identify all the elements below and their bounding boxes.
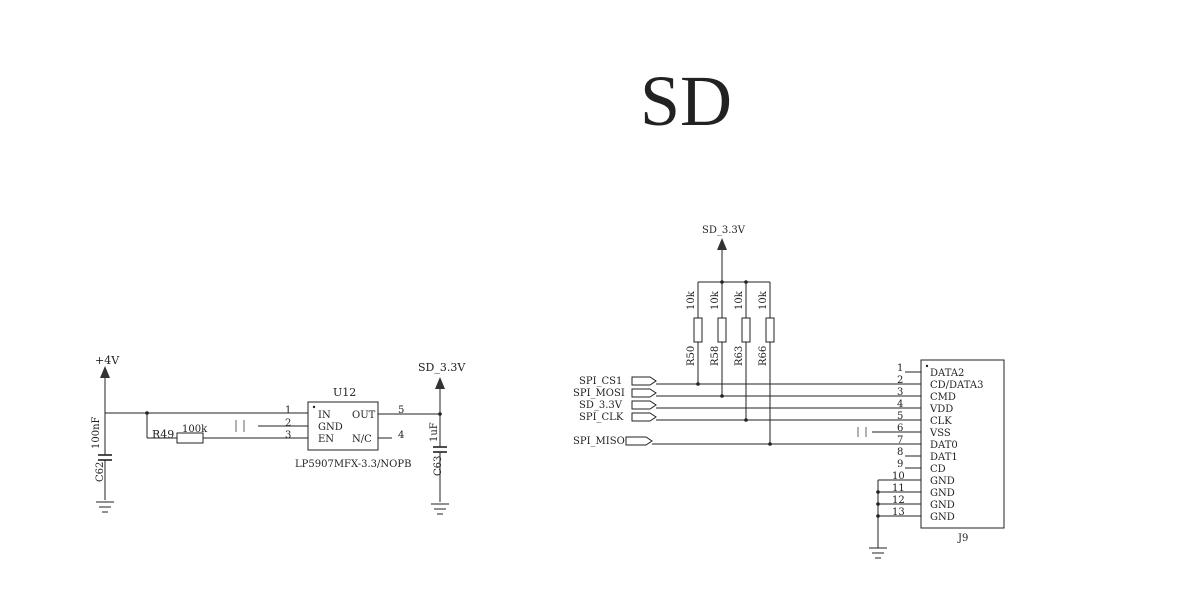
net-label-spi-clk: SPI_CLK: [579, 412, 624, 423]
j9-pin-num: 2: [897, 375, 903, 386]
ldo-section: +4V 100nF C62 R49 100k: [91, 354, 466, 515]
capacitor-c63: 1uF C63: [429, 414, 449, 515]
c63-value: 1uF: [429, 422, 440, 442]
pullup-r63: 10k R63: [734, 282, 751, 420]
power-arrow-icon: [100, 366, 110, 378]
u12-pin2-num: 2: [285, 418, 291, 429]
power-port-sd33: SD_3.3V: [698, 225, 770, 284]
j9-pin-num: 8: [897, 447, 903, 458]
j9-pin-name: GND: [930, 476, 955, 487]
j9-pin-name: CLK: [930, 416, 952, 427]
j9-pin-name: VDD: [929, 404, 953, 415]
u12-pin3-name: EN: [318, 434, 334, 445]
u12-part: LP5907MFX-3.3/NOPB: [295, 459, 411, 470]
power-arrow-icon: [717, 238, 727, 250]
pullup-r66: 10k R66: [758, 282, 775, 444]
j9-pin-num: 5: [897, 411, 903, 422]
net-port-spi-mosi: SPI_MOSI: [573, 388, 905, 399]
j9-pin-num: 10: [892, 471, 905, 482]
j9-pin-num: 7: [897, 435, 903, 446]
net-port-spi-clk: SPI_CLK: [579, 412, 905, 423]
u12-pin1-name: IN: [318, 410, 331, 421]
ic-u12: U12 LP5907MFX-3.3/NOPB 1 IN 2 GND 3 EN O…: [285, 386, 411, 470]
net-port-spi-cs1: SPI_CS1: [579, 376, 905, 387]
j9-pin-num: 11: [892, 483, 905, 494]
j9-pin-num: 12: [892, 495, 905, 506]
ground-symbol: [869, 480, 887, 559]
j9-pin-name: DAT1: [930, 452, 958, 463]
c63-ref: C63: [433, 456, 444, 476]
r63-value: 10k: [734, 290, 745, 310]
u12-ref: U12: [333, 386, 356, 399]
j9-pin-num: 13: [892, 507, 905, 518]
j9-pin-num: 9: [897, 459, 903, 470]
net-label-spi-cs1: SPI_CS1: [579, 376, 622, 387]
u12-pin5-name: OUT: [352, 410, 376, 421]
r63-ref: R63: [734, 346, 745, 366]
r50-value: 10k: [686, 290, 697, 310]
sd-card-section: SD_3.3V 10k R50 10k R58 10k R6: [573, 225, 1005, 559]
power-port-sd33-ldo: SD_3.3V: [418, 361, 466, 414]
r50-ref: R50: [686, 346, 697, 366]
j9-pin-num: 3: [897, 387, 903, 398]
resistor-r49: R49 100k: [146, 413, 308, 444]
r49-value: 100k: [182, 424, 208, 435]
net-label-sd33: SD_3.3V: [579, 400, 623, 411]
pullup-r50: 10k R50: [686, 282, 703, 384]
j9-pin-name: GND: [930, 500, 955, 511]
net-port-spi-miso: SPI_MISO: [573, 436, 905, 447]
power-label-sd33-ldo: SD_3.3V: [418, 361, 466, 374]
u12-pin4-name: N/C: [352, 434, 372, 445]
j9-pin-name: CD/DATA3: [930, 380, 983, 391]
u12-pin5-num: 5: [398, 405, 404, 416]
j9-ref: J9: [957, 533, 968, 544]
sheet-title: SD: [640, 61, 732, 141]
r66-ref: R66: [758, 346, 769, 366]
u12-pin3-num: 3: [285, 430, 291, 441]
r66-value: 10k: [758, 290, 769, 310]
j9-pin-num: 1: [897, 363, 903, 374]
power-port-4v: +4V: [95, 354, 120, 413]
j9-pin-name: GND: [930, 512, 955, 523]
j9-pin-name: GND: [930, 488, 955, 499]
j9-pin-name: DATA2: [930, 368, 964, 379]
capacitor-c62: 100nF C62: [91, 413, 114, 513]
u12-pin4-num: 4: [398, 430, 404, 441]
j9-pin-name: DAT0: [930, 440, 958, 451]
j9-pin-name: VSS: [929, 428, 951, 439]
net-label-spi-mosi: SPI_MOSI: [573, 388, 625, 399]
r58-value: 10k: [710, 290, 721, 310]
pullup-r58: 10k R58: [710, 282, 727, 396]
power-arrow-icon: [435, 377, 445, 389]
c62-ref: C62: [95, 462, 106, 482]
r58-ref: R58: [710, 346, 721, 366]
j9-pin-num: 4: [897, 399, 903, 410]
net-label-spi-miso: SPI_MISO: [573, 436, 625, 447]
u12-pin2-name: GND: [318, 422, 343, 433]
power-label-sd33: SD_3.3V: [702, 225, 746, 236]
power-label-4v: +4V: [95, 354, 120, 367]
r49-ref: R49: [152, 428, 174, 441]
net-port-sd33: SD_3.3V: [579, 400, 905, 411]
connector-j9: J9 1 2 3 4 5 6 7 8 9 10 11: [878, 359, 1005, 544]
j9-pin-name: CD: [930, 464, 946, 475]
j9-pin-num: 6: [897, 423, 903, 434]
c62-value: 100nF: [91, 416, 102, 449]
u12-pin1-num: 1: [285, 405, 291, 416]
j9-pin-name: CMD: [930, 392, 956, 403]
